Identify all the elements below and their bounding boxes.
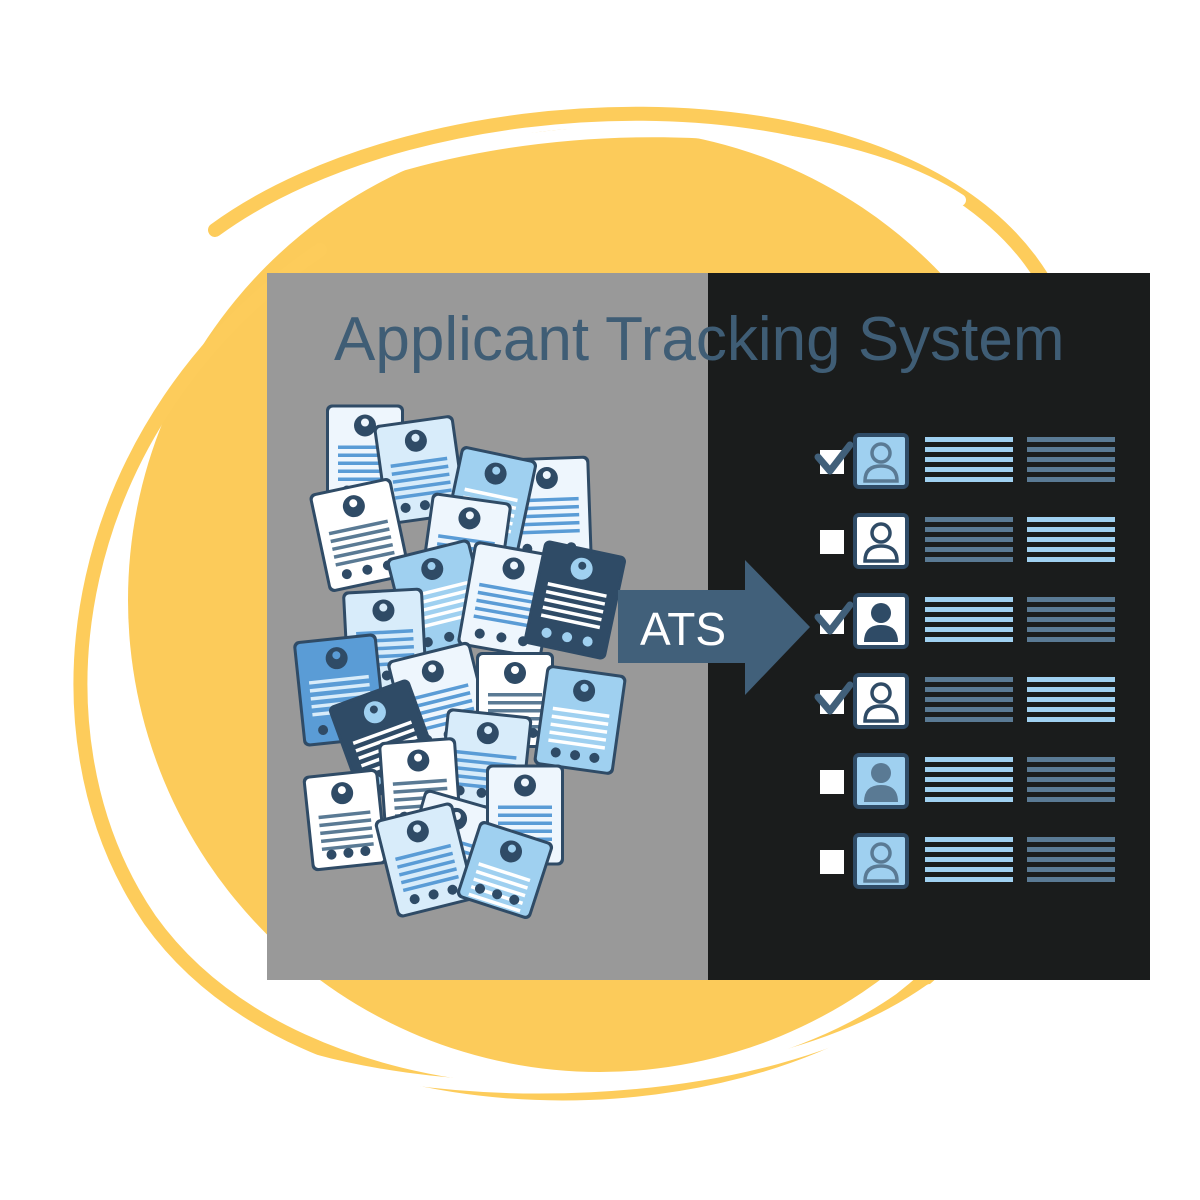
page-title: Applicant Tracking System [334,305,1065,374]
applicant-details-lines [1027,837,1115,882]
applicant-details-lines [925,597,1013,642]
resume-document-icon [456,820,554,920]
applicant-row[interactable] [814,433,1115,489]
resume-document-icon [309,477,411,593]
applicant-details-lines [925,677,1013,722]
user-avatar-icon [853,753,909,809]
applicant-details-lines [1027,597,1115,642]
ats-arrow: ATS [618,560,810,695]
resume-document-icon [302,768,388,872]
checkbox-icon[interactable] [820,770,844,794]
ats-label: ATS [640,603,726,655]
user-avatar-icon [853,433,909,489]
user-avatar-icon [853,673,909,729]
applicant-details-lines [1027,677,1115,722]
applicant-list [814,433,1115,889]
resume-pile [293,404,627,920]
right-arrow-icon [618,560,810,695]
applicant-row[interactable] [820,513,1115,569]
user-avatar-icon [853,513,909,569]
checkbox-icon[interactable] [820,530,844,554]
checkmark-icon [814,441,854,475]
resume-document-icon [524,540,626,660]
applicant-details-lines [1027,757,1115,802]
applicant-row[interactable] [814,593,1115,649]
checkbox-icon[interactable] [820,850,844,874]
applicant-row[interactable] [820,833,1115,889]
checkmark-icon [814,601,854,635]
applicant-details-lines [925,437,1013,482]
applicant-row[interactable] [814,673,1115,729]
applicant-details-lines [925,757,1013,802]
applicant-details-lines [925,837,1013,882]
applicant-details-lines [1027,517,1115,562]
user-avatar-icon [853,593,909,649]
resume-document-icon [533,665,627,775]
user-avatar-icon [853,833,909,889]
checkmark-icon [814,681,854,715]
applicant-row[interactable] [820,753,1115,809]
resume-document-icon [374,802,476,918]
applicant-details-lines [1027,437,1115,482]
applicant-details-lines [925,517,1013,562]
